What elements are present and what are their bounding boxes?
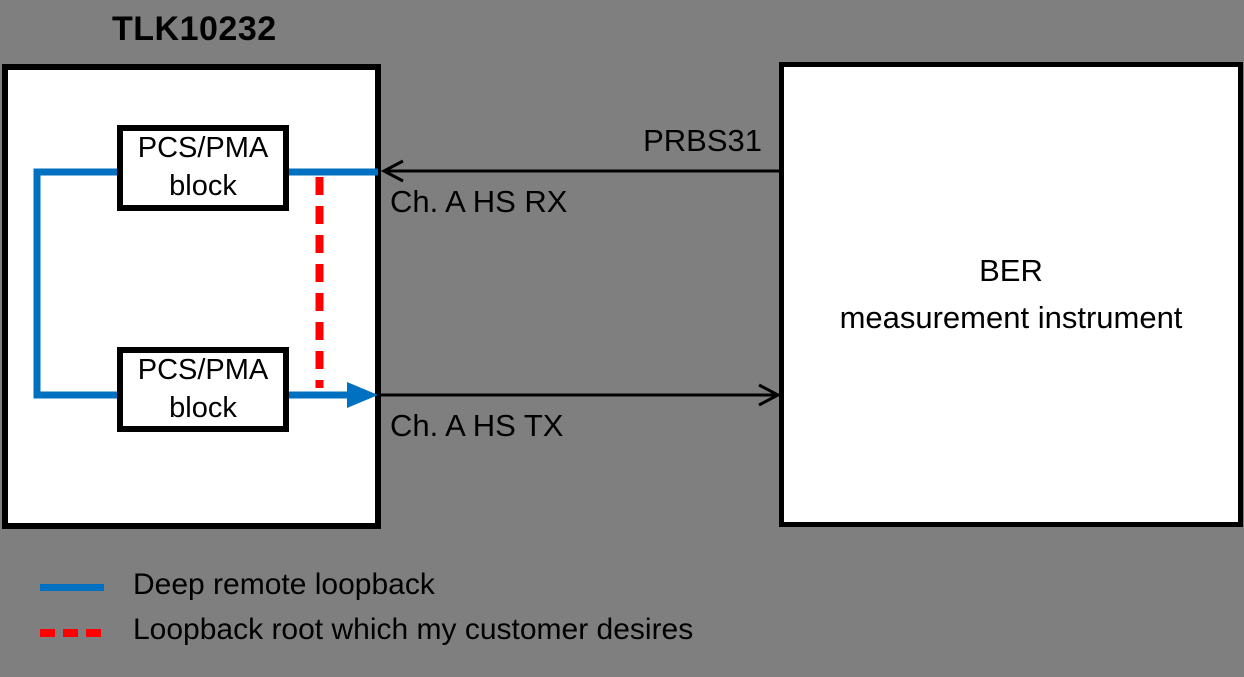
tx-arrowhead — [758, 383, 782, 407]
legend-solid-blue-line-swatch — [40, 584, 104, 591]
pcs-pma-block-bottom: PCS/PMA block — [117, 347, 289, 432]
pcs-pma-block-top: PCS/PMA block — [117, 125, 289, 211]
rx-arrowhead — [380, 159, 404, 183]
instrument-box: BER measurement instrument — [779, 62, 1243, 527]
rx-signal-label: Ch. A HS RX — [390, 184, 568, 219]
legend-label-deep-remote-loopback: Deep remote loopback — [133, 568, 435, 601]
prbs31-label: PRBS31 — [643, 123, 762, 158]
chip-title: TLK10232 — [112, 10, 277, 48]
instrument-label-line1: BER — [979, 253, 1043, 288]
pcs-pma-block-top-label-line1: PCS/PMA — [137, 132, 269, 165]
legend-dashed-red-line-swatch — [40, 629, 106, 637]
tx-signal-label: Ch. A HS TX — [390, 408, 564, 443]
pcs-pma-block-bottom-label-line1: PCS/PMA — [137, 353, 269, 386]
instrument-label-line2: measurement instrument — [839, 299, 1183, 335]
pcs-pma-block-top-label-line2: block — [169, 170, 237, 202]
pcs-pma-block-bottom-label-line2: block — [169, 391, 237, 424]
legend-label-loopback-root: Loopback root which my customer desires — [133, 613, 694, 646]
